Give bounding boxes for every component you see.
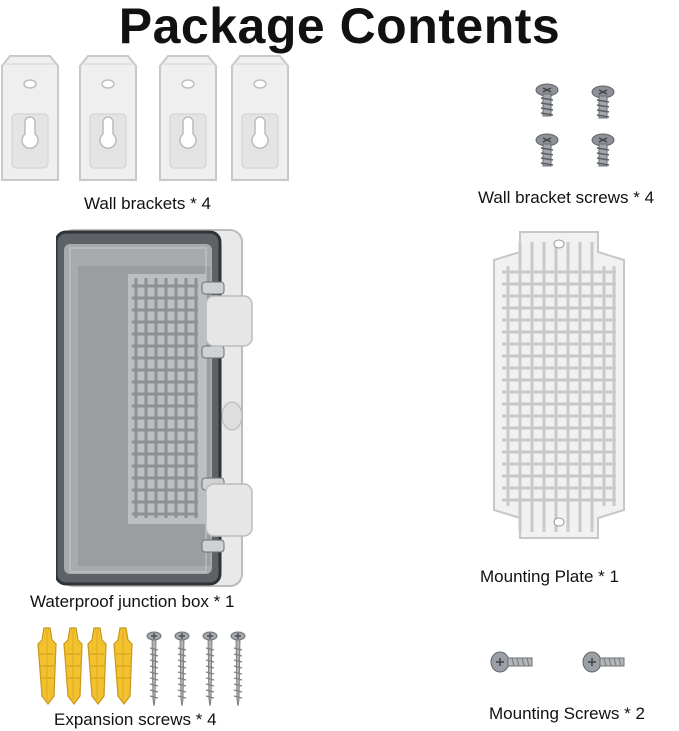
mounting-screws-label: Mounting Screws * 2: [489, 704, 645, 723]
junction-box-image: [56, 229, 253, 587]
expansion-screws-image: [37, 627, 246, 706]
mounting-plate-image: [493, 231, 625, 539]
junction-box-label: Waterproof junction box * 1: [30, 592, 235, 611]
wall-brackets-image: [1, 55, 289, 181]
wall-brackets-label: Wall brackets * 4: [84, 194, 211, 213]
expansion-screws-label: Expansion screws * 4: [54, 710, 217, 729]
mounting-screws-image: [490, 651, 625, 673]
wall-bracket-screws-label: Wall bracket screws * 4: [478, 188, 655, 207]
page-title: Package Contents: [118, 0, 561, 54]
wall-bracket-screws-image: [535, 83, 615, 167]
mounting-plate-label: Mounting Plate * 1: [480, 567, 619, 586]
